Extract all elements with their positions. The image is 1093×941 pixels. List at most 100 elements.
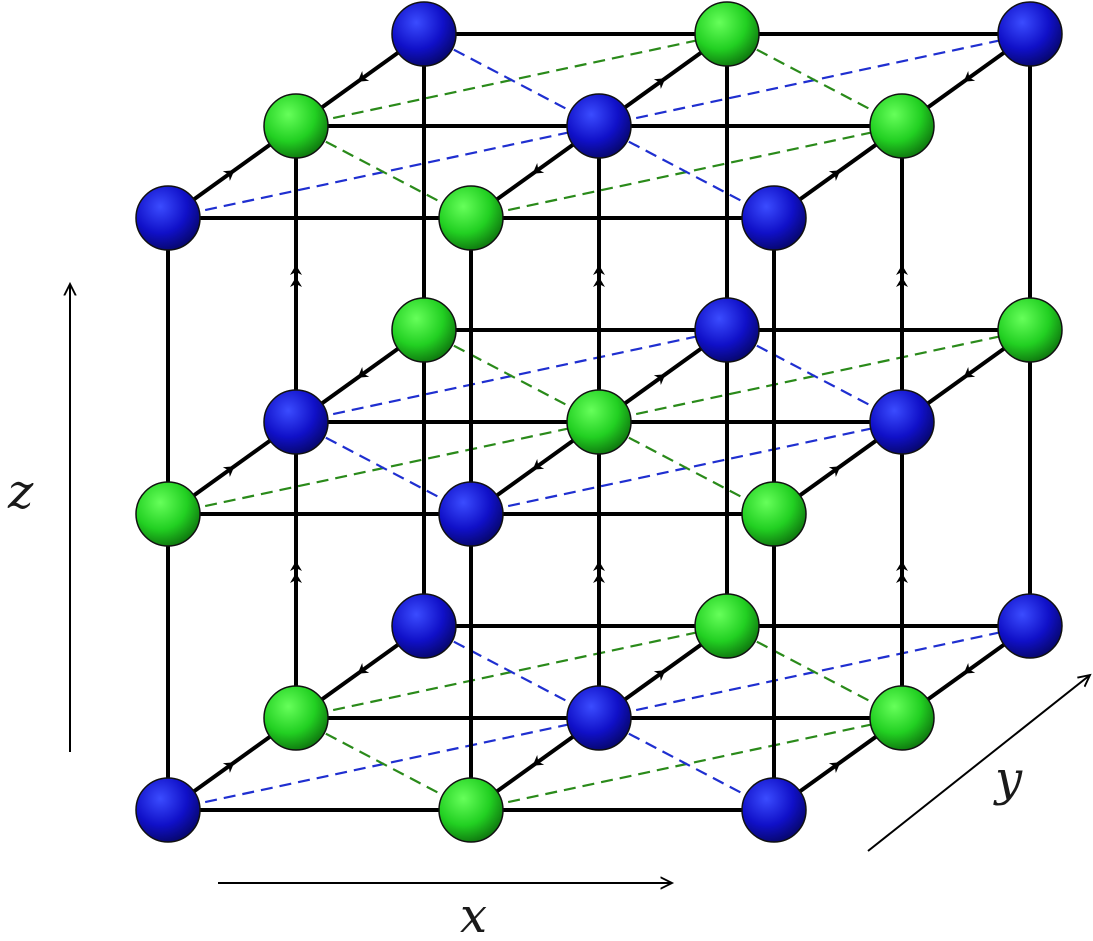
z-bond-arrow [896, 573, 908, 583]
green-site [869, 685, 935, 751]
blue-site [741, 777, 807, 843]
arrowhead [896, 277, 908, 287]
y-bond-arrow [222, 762, 235, 773]
y-axis-arrow [867, 675, 1090, 852]
y-bond-arrow [828, 466, 841, 477]
blue-site [135, 777, 201, 843]
x-axis-label: x [460, 888, 487, 941]
arrowhead [828, 762, 841, 773]
blue-site [694, 297, 760, 363]
arrowhead [593, 277, 605, 287]
arrowhead [290, 561, 302, 571]
blue-site [869, 389, 935, 455]
arrowhead [828, 466, 841, 477]
arrowhead [828, 170, 841, 181]
y-bond-arrow [357, 71, 370, 82]
z-bond-arrow [593, 265, 605, 275]
z-bond-arrow [593, 277, 605, 287]
arrowhead [963, 71, 976, 82]
arrowhead [963, 367, 976, 378]
green-site [263, 685, 329, 751]
y-bond-arrow [222, 466, 235, 477]
green-site [438, 185, 504, 251]
dashed-diagonal [295, 717, 472, 811]
dashed-diagonal [423, 33, 600, 127]
dashed-diagonal [598, 717, 775, 811]
arrowhead [222, 170, 235, 181]
y-bond-arrow [963, 663, 976, 674]
green-site [263, 93, 329, 159]
blue-site [135, 185, 201, 251]
blue-site [566, 93, 632, 159]
green-site [391, 297, 457, 363]
y-bond-arrow [222, 170, 235, 181]
arrowhead [593, 561, 605, 571]
dashed-diagonal [295, 125, 472, 219]
dashed-diagonal [423, 329, 600, 423]
arrowhead [593, 265, 605, 275]
green-site [438, 777, 504, 843]
y-bond-arrow [653, 374, 666, 385]
arrowhead [593, 573, 605, 583]
z-bond-arrow [290, 277, 302, 287]
arrowhead [532, 459, 545, 470]
z-bond-arrow [896, 265, 908, 275]
arrowhead [653, 78, 666, 89]
dashed-diagonal [726, 33, 903, 127]
lattice-sites [135, 1, 1063, 843]
blue-site [263, 389, 329, 455]
green-site [741, 481, 807, 547]
arrowhead [532, 755, 545, 766]
arrowhead [222, 466, 235, 477]
arrowhead [290, 265, 302, 275]
blue-site [391, 593, 457, 659]
green-site [566, 389, 632, 455]
z-bond-arrow [290, 573, 302, 583]
dashed-diagonal [598, 421, 775, 515]
y-bond-arrow [828, 762, 841, 773]
dashed-diagonal [295, 421, 472, 515]
arrowhead [963, 663, 976, 674]
blue-site [741, 185, 807, 251]
green-site [694, 1, 760, 67]
y-bond-arrow [653, 78, 666, 89]
dashed-diagonal [598, 125, 775, 219]
z-bond-arrow [896, 561, 908, 571]
y-bond-arrow [828, 170, 841, 181]
y-bond-arrow [532, 755, 545, 766]
arrowhead [653, 374, 666, 385]
dashed-diagonal [726, 625, 903, 719]
z-bond-arrow [593, 561, 605, 571]
y-bond-arrow [532, 459, 545, 470]
y-bond-arrow [963, 71, 976, 82]
axis-arrows [70, 284, 1090, 883]
dashed-diagonal [423, 625, 600, 719]
green-site [997, 297, 1063, 363]
arrowhead [357, 663, 370, 674]
green-site [694, 593, 760, 659]
z-bond-arrow [290, 265, 302, 275]
arrowhead [653, 670, 666, 681]
arrowhead [357, 367, 370, 378]
z-bond-arrow [593, 573, 605, 583]
y-bond-arrow [963, 367, 976, 378]
z-axis-label: z [7, 464, 34, 520]
blue-site [438, 481, 504, 547]
arrowhead [896, 561, 908, 571]
green-site [869, 93, 935, 159]
arrowhead [222, 762, 235, 773]
arrowhead [896, 573, 908, 583]
blue-site [997, 593, 1063, 659]
y-bond-arrow [357, 663, 370, 674]
blue-site [566, 685, 632, 751]
arrowhead [357, 71, 370, 82]
y-axis-label: y [993, 751, 1023, 807]
dashed-diagonal [726, 329, 903, 423]
dashed-diagonals [167, 32, 1031, 812]
z-bond-arrow [290, 561, 302, 571]
arrowhead [532, 163, 545, 174]
blue-site [391, 1, 457, 67]
y-bond-arrow [653, 670, 666, 681]
arrowhead [290, 277, 302, 287]
